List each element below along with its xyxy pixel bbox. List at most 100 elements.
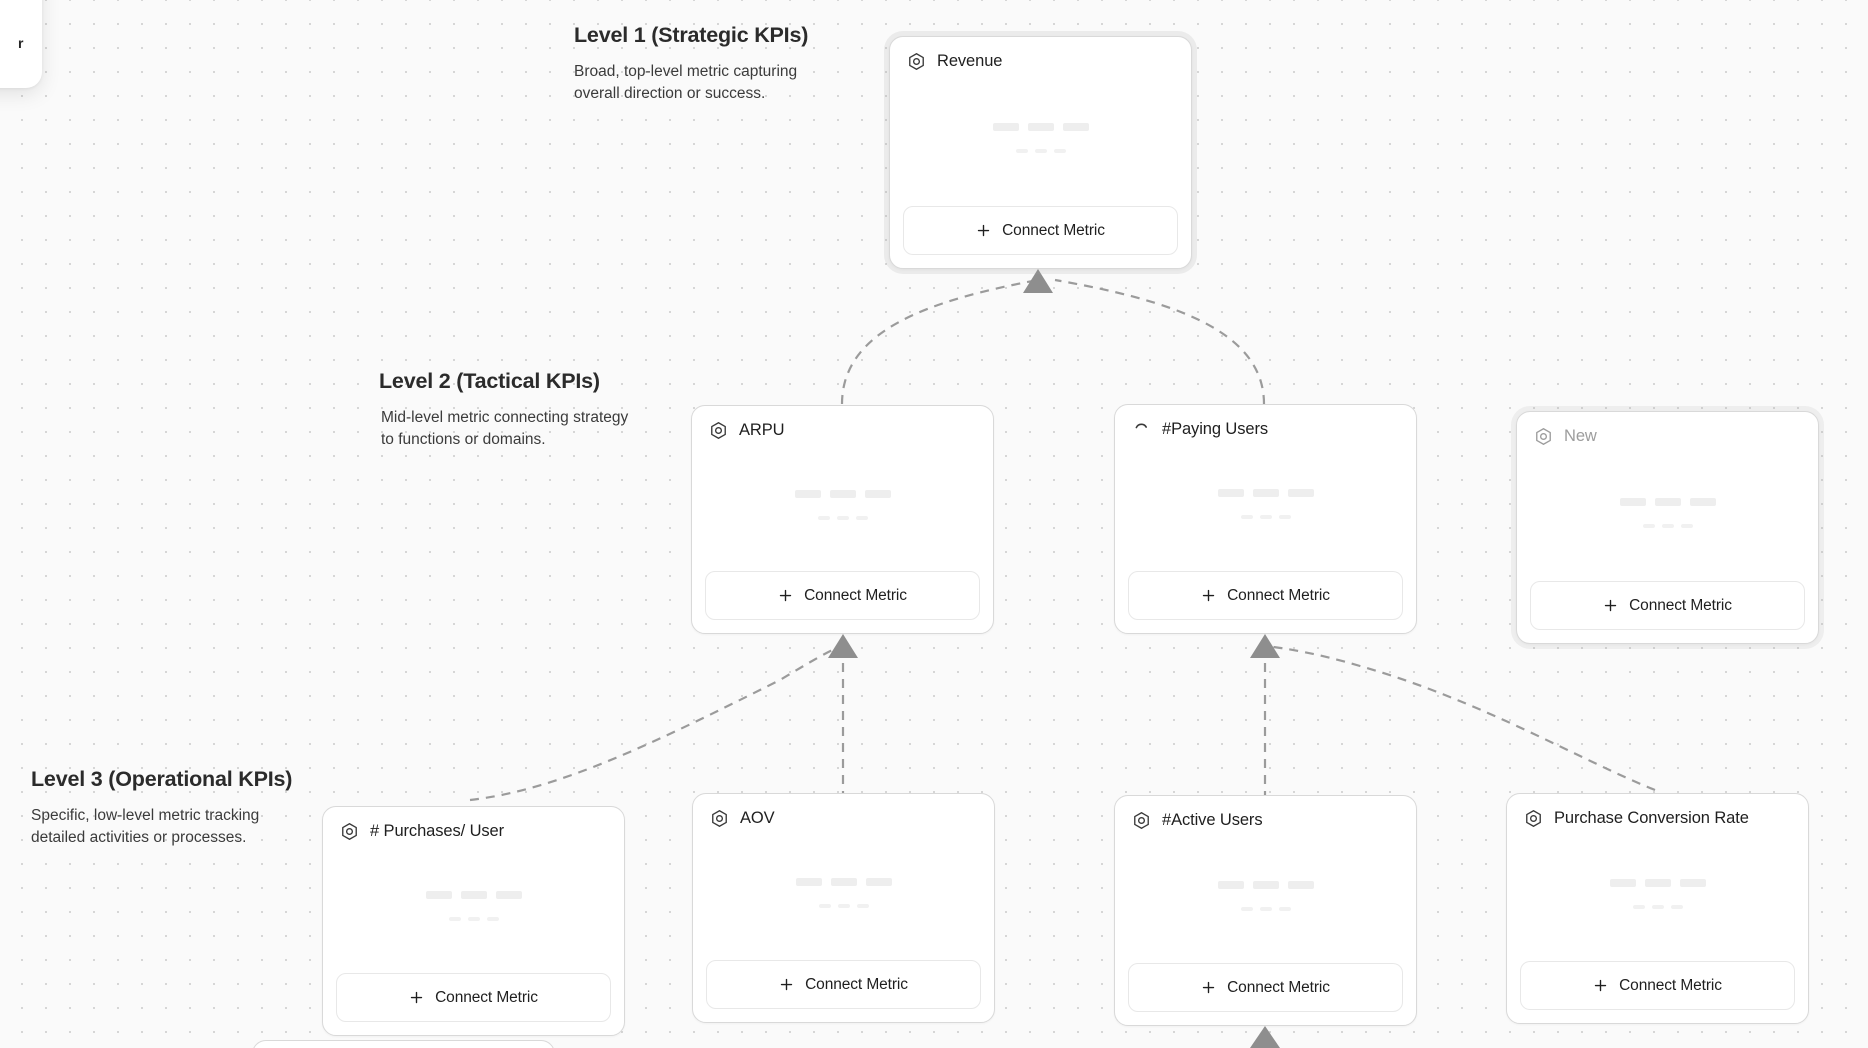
skeleton-bar — [1259, 906, 1272, 911]
level-2-title: Level 2 (Tactical KPIs) — [379, 369, 600, 393]
skeleton-bar — [1287, 880, 1314, 889]
arrowhead-paying-users — [1250, 634, 1280, 658]
skeleton-row-primary — [425, 891, 522, 899]
card-header: New — [1517, 412, 1818, 446]
hexagon-metric-icon — [909, 53, 924, 70]
skeleton-bar — [1240, 515, 1253, 519]
panel-glyph: r — [18, 35, 24, 51]
arrowhead-active-users — [1250, 1026, 1280, 1048]
level-2-annotation: Level 2 (Tactical KPIs) Mid-level metric… — [379, 368, 631, 451]
card-title: AOV — [740, 809, 775, 827]
skeleton-bar — [794, 489, 821, 498]
skeleton-row-secondary — [1015, 148, 1066, 153]
skeleton-bar — [837, 904, 850, 908]
skeleton-bar — [1670, 904, 1683, 909]
card-skeleton-body — [1115, 439, 1416, 571]
skeleton-bar — [1034, 148, 1047, 153]
connect-metric-button[interactable]: Connect Metric — [903, 206, 1178, 255]
edge-paying-users-to-revenue — [1054, 278, 1266, 405]
skeleton-row-secondary — [817, 515, 868, 520]
skeleton-row-primary — [795, 878, 892, 886]
skeleton-bar — [829, 489, 856, 498]
connect-metric-button[interactable]: Connect Metric — [336, 973, 611, 1022]
skeleton-bar — [1609, 878, 1636, 887]
skeleton-bar — [1240, 906, 1253, 911]
skeleton-bar — [495, 891, 522, 899]
edge-conversion-to-paying-users — [1264, 644, 1656, 792]
card-skeleton-body — [323, 841, 624, 973]
edge-purchases-to-arpu — [469, 644, 843, 802]
metric-card-active-users[interactable]: #Active Users Connect Metric — [1114, 795, 1417, 1026]
metric-card-purchase-conversion-rate[interactable]: Purchase Conversion Rate Connect Metric — [1506, 793, 1809, 1024]
metric-card-offscreen-bottom[interactable]: Connect Metric — [252, 1040, 555, 1048]
connect-metric-label: Connect Metric — [435, 988, 538, 1006]
metric-card-purchases-per-user[interactable]: # Purchases/ User Connect Metric — [322, 806, 625, 1036]
level-1-description: Broad, top-level metric capturing overal… — [574, 62, 798, 102]
skeleton-row-secondary — [1240, 906, 1291, 911]
connect-metric-button[interactable]: Connect Metric — [1128, 571, 1403, 620]
skeleton-bar — [1053, 148, 1066, 153]
connect-metric-button[interactable]: Connect Metric — [705, 571, 980, 620]
metric-card-revenue[interactable]: Revenue Connect Metric — [889, 36, 1192, 269]
plus-icon — [779, 589, 792, 602]
plus-icon — [410, 991, 423, 1004]
skeleton-bar — [865, 878, 892, 886]
skeleton-bar — [1252, 880, 1279, 889]
metric-card-new[interactable]: New Connect Metric — [1516, 411, 1819, 644]
plus-icon — [1604, 599, 1617, 612]
connect-metric-button[interactable]: Connect Metric — [1530, 581, 1805, 630]
card-skeleton-body — [693, 828, 994, 960]
connect-metric-label: Connect Metric — [804, 586, 907, 604]
skeleton-bar — [818, 904, 831, 908]
connect-metric-label: Connect Metric — [1629, 596, 1732, 614]
connect-metric-label: Connect Metric — [1227, 586, 1330, 604]
plus-icon — [977, 224, 990, 237]
edge-arpu-to-revenue — [840, 278, 1039, 405]
card-skeleton-body — [890, 71, 1191, 206]
skeleton-bar — [817, 515, 830, 520]
skeleton-row-secondary — [1632, 904, 1683, 909]
skeleton-bar — [855, 515, 868, 520]
skeleton-row-secondary — [1642, 523, 1693, 528]
floating-toolbar-panel[interactable]: r — [0, 0, 42, 88]
metric-card-paying-users[interactable]: #Paying Users Connect Metric — [1114, 404, 1417, 634]
card-header: AOV — [693, 794, 994, 828]
loading-spinner-icon — [1135, 423, 1147, 429]
metric-card-arpu[interactable]: ARPU Connect Metric — [691, 405, 994, 634]
card-header: #Paying Users — [1115, 405, 1416, 439]
hexagon-metric-icon — [712, 810, 727, 827]
skeleton-bar — [1651, 904, 1664, 909]
level-2-description: Mid-level metric connecting strategy to … — [381, 408, 629, 448]
skeleton-row-primary — [1609, 878, 1706, 887]
skeleton-bar — [1278, 906, 1291, 911]
plus-icon — [1202, 589, 1215, 602]
skeleton-row-primary — [992, 122, 1089, 131]
skeleton-bar — [992, 122, 1019, 131]
metric-card-aov[interactable]: AOV Connect Metric — [692, 793, 995, 1023]
connect-metric-button[interactable]: Connect Metric — [1520, 961, 1795, 1010]
level-3-title: Level 3 (Operational KPIs) — [31, 767, 293, 791]
skeleton-row-primary — [1619, 497, 1716, 506]
card-title: Revenue — [937, 52, 1003, 70]
card-title: #Active Users — [1162, 811, 1263, 829]
skeleton-bar — [1252, 489, 1279, 497]
skeleton-bar — [460, 891, 487, 899]
skeleton-row-secondary — [1240, 515, 1291, 519]
plus-icon — [780, 978, 793, 991]
card-header: Purchase Conversion Rate — [1507, 794, 1808, 828]
skeleton-bar — [1680, 523, 1693, 528]
plus-icon — [1594, 979, 1607, 992]
skeleton-bar — [1654, 497, 1681, 506]
card-header — [253, 1041, 554, 1048]
hexagon-metric-icon — [342, 823, 357, 840]
connect-metric-button[interactable]: Connect Metric — [1128, 963, 1403, 1012]
level-1-title: Level 1 (Strategic KPIs) — [574, 23, 809, 47]
card-title: # Purchases/ User — [370, 822, 505, 840]
card-title: Purchase Conversion Rate — [1554, 809, 1749, 827]
skeleton-row-primary — [794, 489, 891, 498]
skeleton-bar — [1689, 497, 1716, 506]
skeleton-row-secondary — [818, 904, 869, 908]
connect-metric-button[interactable]: Connect Metric — [706, 960, 981, 1009]
card-title: New — [1564, 427, 1597, 445]
